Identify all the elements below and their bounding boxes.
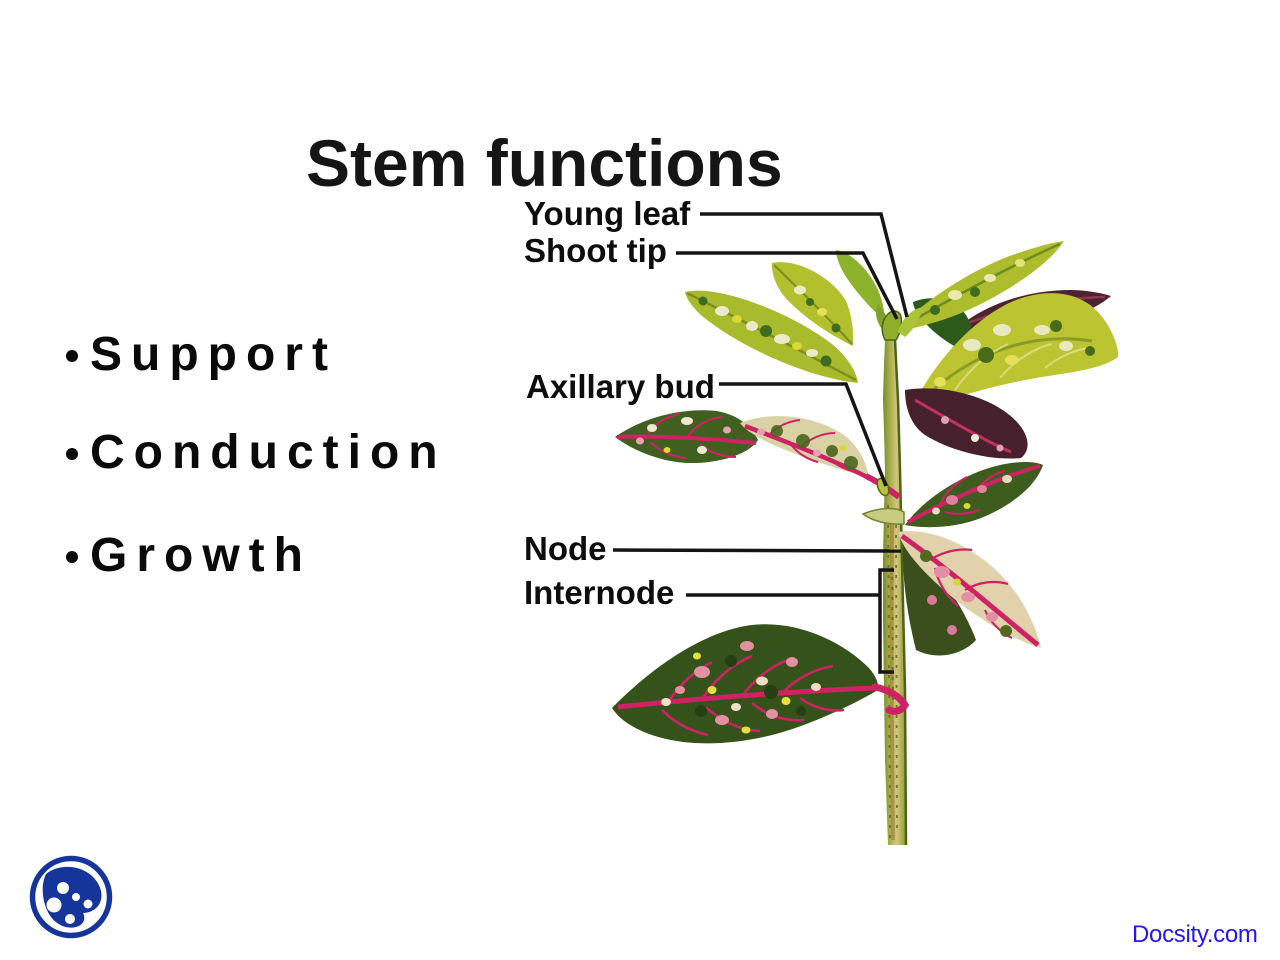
leader-line-young-leaf: [700, 212, 909, 318]
internode-bracket: [878, 568, 894, 674]
leaf-mid-right-back: [905, 462, 1043, 528]
docsity-link[interactable]: Docsity.com: [1132, 921, 1258, 948]
slide-title: Stem functions: [306, 126, 783, 201]
bullet-item-support: Support: [66, 328, 337, 382]
bullet-dot: [66, 551, 78, 563]
leader-line-axillary-bud: [719, 382, 888, 487]
leader-line-node: [612, 548, 902, 553]
leaf-upper-left-large: [685, 290, 858, 383]
leader-line-shoot-tip: [676, 251, 899, 320]
label-node: Node: [524, 530, 607, 567]
leaf-mid-left-back: [615, 410, 758, 464]
leaf-backdrop-dark-lower-right: [902, 540, 976, 656]
leaf-mid-right-front: [898, 531, 1041, 648]
leaf-upper-left-small: [771, 262, 854, 346]
node-sheath: [861, 507, 905, 525]
plant-stem: [883, 338, 908, 846]
docsity-logo-icon: [29, 855, 113, 939]
bullet-item-growth: Growth: [66, 529, 312, 583]
label-shoot-tip: Shoot tip: [524, 232, 667, 269]
label-young-leaf: Young leaf: [524, 195, 691, 232]
bullet-dot: [66, 448, 78, 460]
bullet-label: Conduction: [90, 426, 447, 479]
leaf-backdrop-maroon-mid: [905, 388, 1028, 459]
leaf-mid-left-front: [740, 416, 869, 479]
bullet-label: Growth: [90, 529, 312, 582]
label-axillary-bud: Axillary bud: [526, 368, 715, 405]
bullet-dot: [66, 350, 78, 362]
leaf-bottom-large: [612, 624, 910, 744]
bullet-item-conduction: Conduction: [66, 426, 447, 480]
bullet-label: Support: [90, 328, 337, 381]
label-internode: Internode: [524, 574, 675, 611]
